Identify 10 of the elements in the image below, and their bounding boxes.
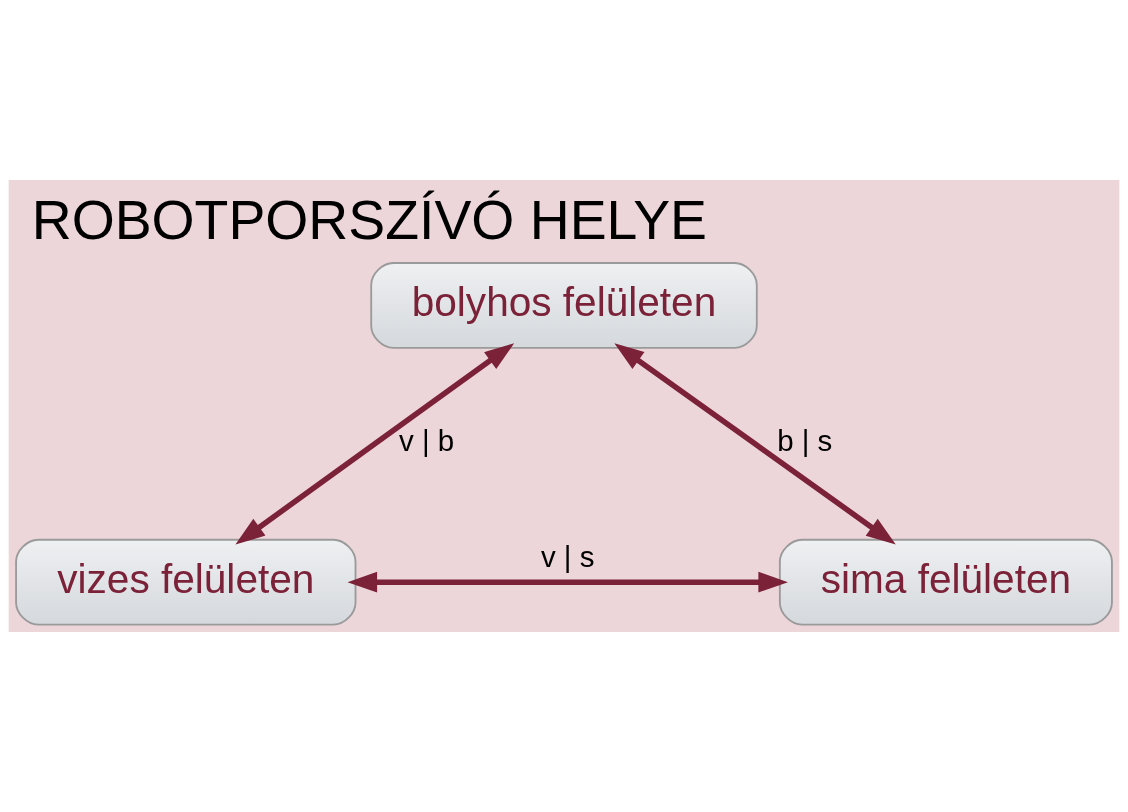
node-box: vizes felületen (15, 538, 357, 626)
arrow (614, 343, 896, 545)
node-box: sima felületen (778, 538, 1113, 626)
node-box: bolyhos felületen (370, 262, 758, 349)
arrow (235, 343, 515, 545)
edge-label: v | b (398, 423, 455, 457)
arrow (347, 571, 788, 593)
edge-label: v | s (540, 540, 595, 574)
edge-label: b | s (777, 423, 833, 457)
diagram-title: ROBOTPORSZÍVÓ HELYE (31, 189, 708, 252)
